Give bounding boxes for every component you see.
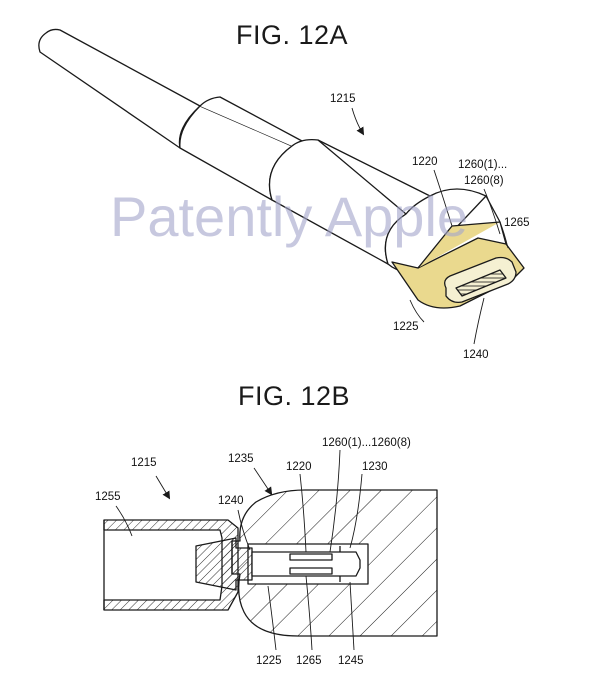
label-1265-b: 1265 (296, 655, 322, 667)
label-1255-b: 1255 (95, 491, 121, 503)
fig-12a-connector (38, 28, 525, 309)
label-1260-range-b: 1260(1)...1260(8) (322, 437, 411, 449)
label-1225-b: 1225 (256, 655, 282, 667)
label-1220-b: 1220 (286, 461, 312, 473)
plug-tongue-section (251, 551, 361, 577)
label-1215-b: 1215 (131, 457, 157, 469)
label-1265-a: 1265 (504, 217, 530, 229)
lower-contact (289, 567, 333, 575)
label-1215-a: 1215 (330, 93, 356, 105)
label-1260-range-line2: 1260(8) (464, 175, 504, 187)
label-1235-b: 1235 (228, 453, 254, 465)
figure-12b-title: FIG. 12B (238, 381, 351, 411)
label-1230-b: 1230 (362, 461, 388, 473)
label-1225-a: 1225 (393, 321, 419, 333)
plug-overmold (195, 537, 253, 591)
label-1240-a: 1240 (463, 349, 489, 361)
watermark: Patently Apple (110, 185, 468, 248)
label-1245-b: 1245 (338, 655, 364, 667)
label-1240-b: 1240 (218, 495, 244, 507)
fig-12a-label-group: 1215 1220 1260(1)... 1260(8) 1265 1225 1… (330, 93, 530, 361)
figure-12a-title: FIG. 12A (236, 20, 349, 50)
fig-12b-cross-section (103, 489, 438, 637)
upper-contact (289, 553, 333, 561)
fig-12b-leaders (115, 449, 363, 651)
fig-12b-label-group: 1260(1)...1260(8) 1215 1235 1220 1230 12… (95, 437, 411, 667)
label-1220-a: 1220 (412, 156, 438, 168)
fig-12a-leaders (351, 107, 509, 345)
label-1260-range-line1: 1260(1)... (458, 159, 507, 171)
contact-grille (455, 269, 507, 297)
cable-body (38, 28, 201, 149)
